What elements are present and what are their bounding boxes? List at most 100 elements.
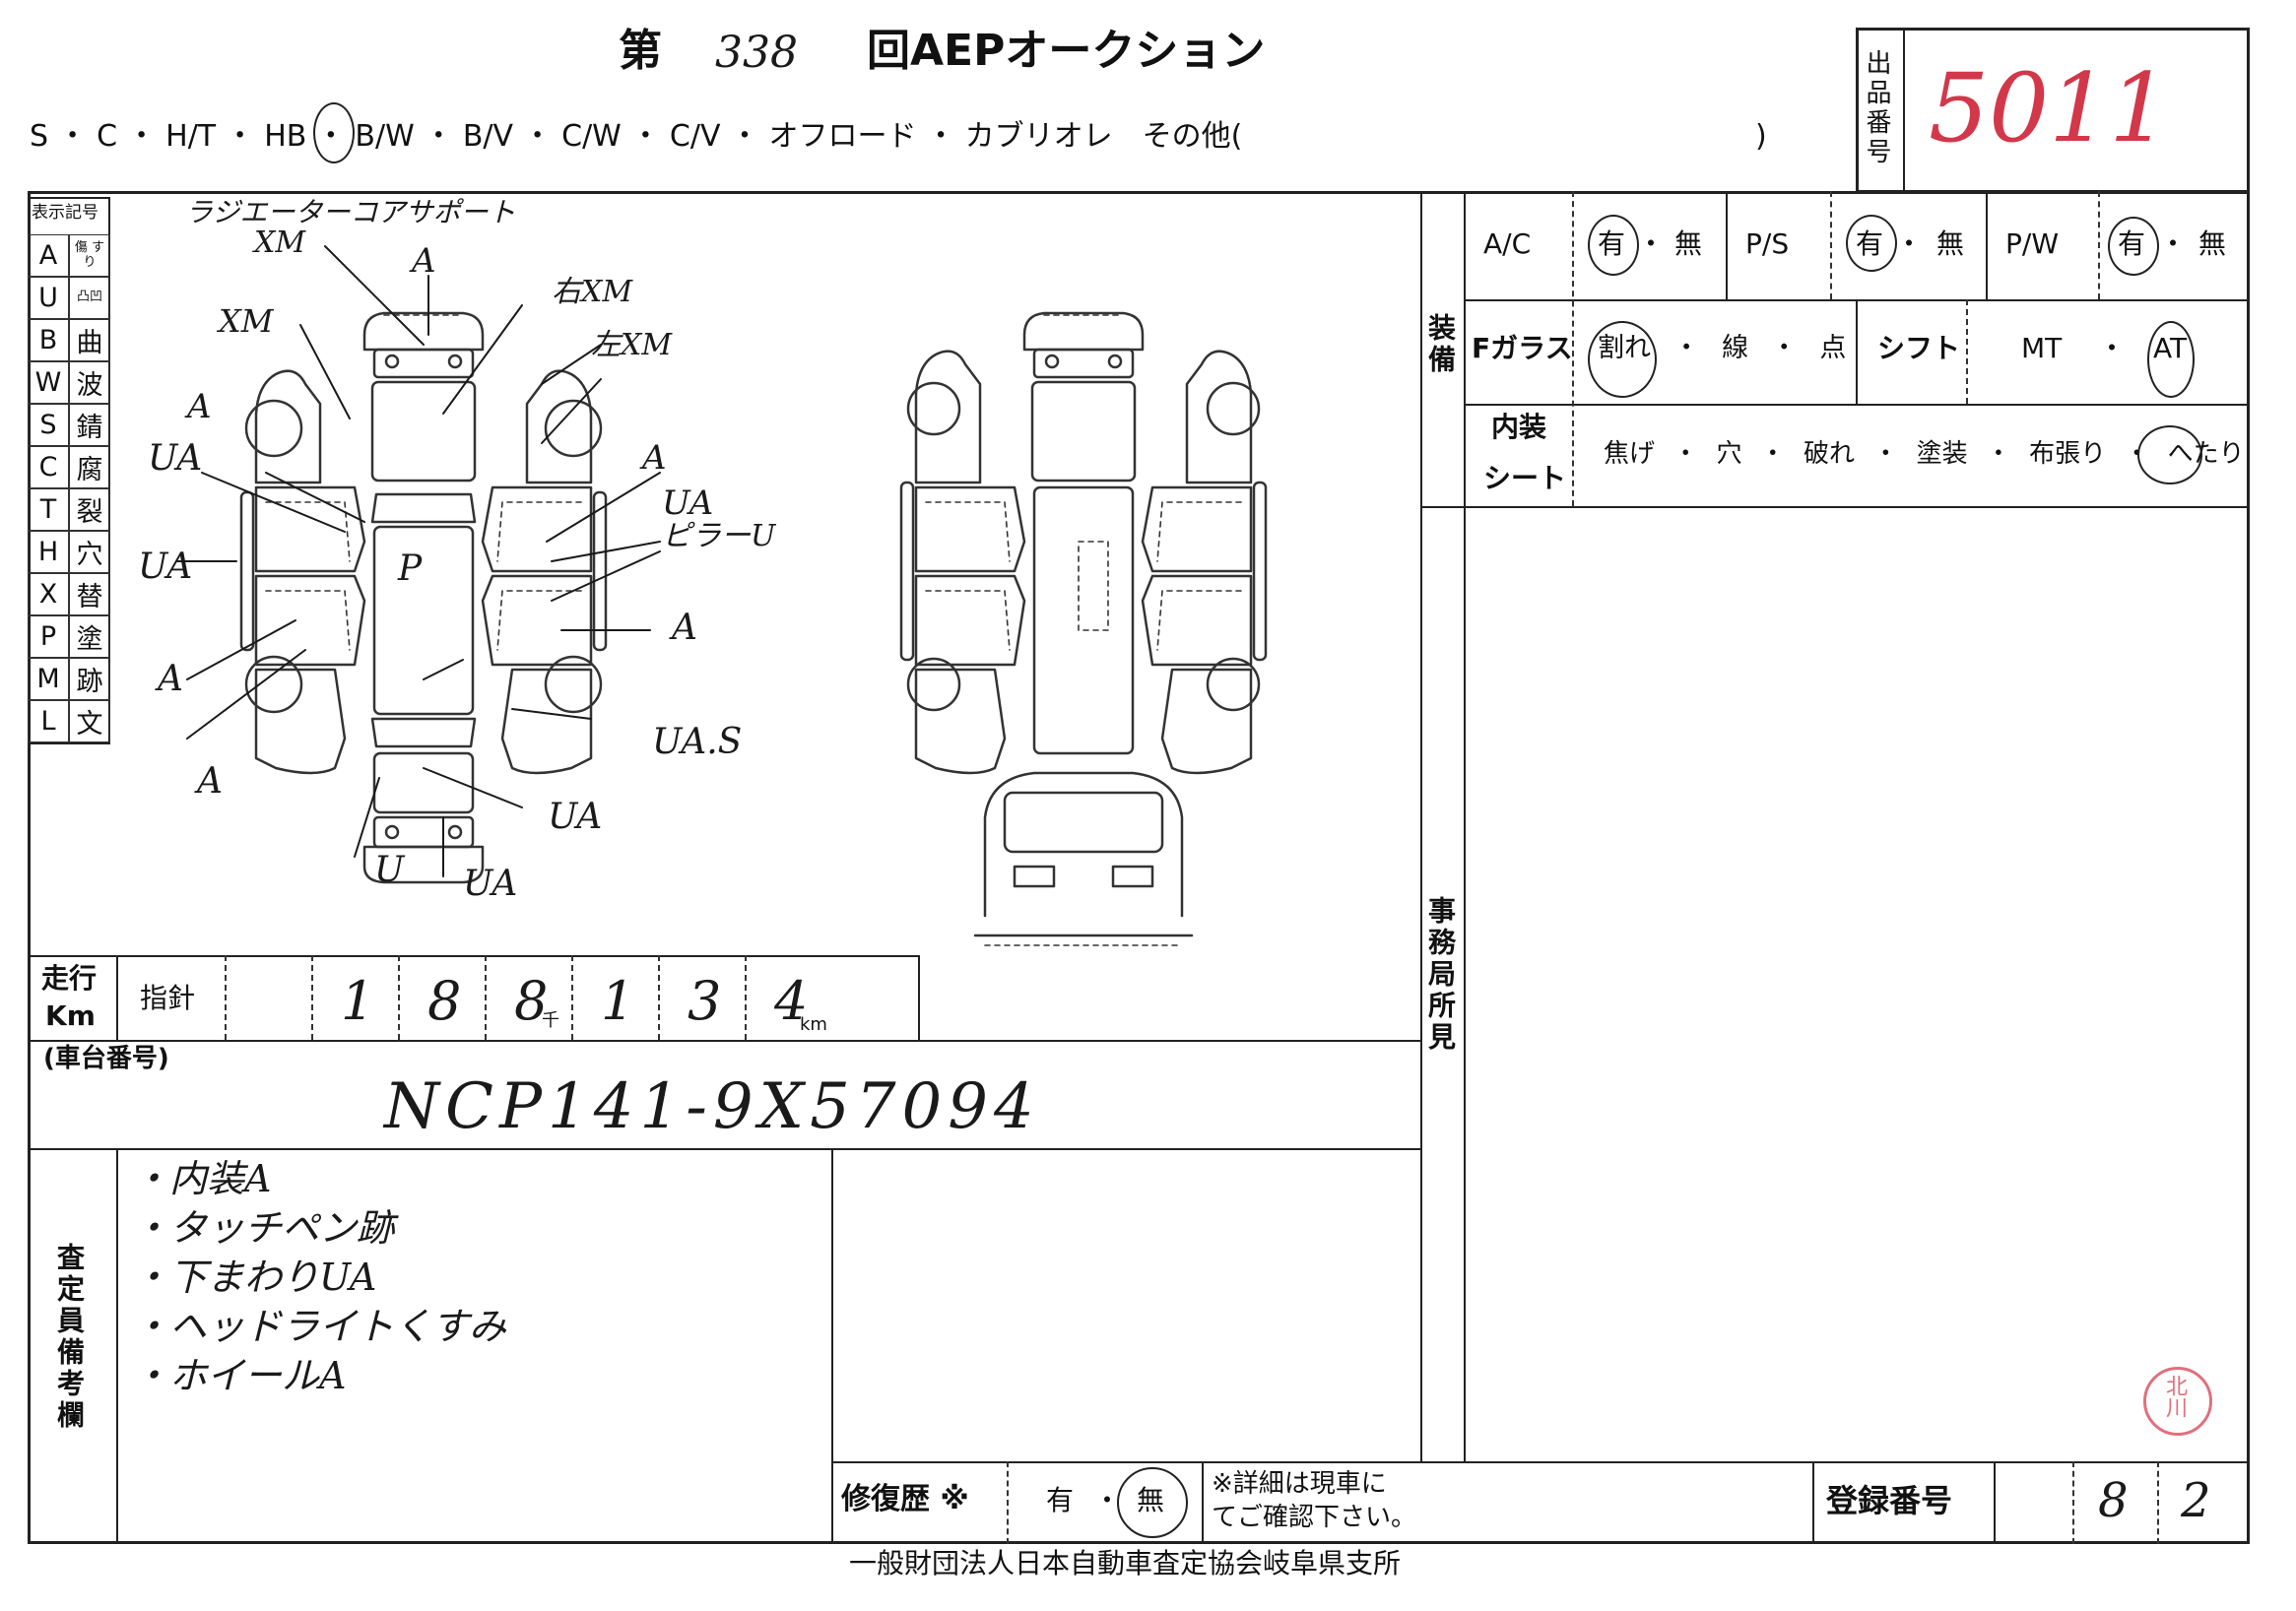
body-type-options: S ・ C ・ H/T ・ HB ・ B/W ・ B/V ・ C/W ・ C/V… [30, 119, 1243, 154]
note-a-left-3: A [197, 761, 223, 802]
legend-label: 穴 [69, 531, 110, 573]
note-pillar-u: ピラーU [662, 519, 776, 553]
note-a-left-1: A [187, 387, 212, 426]
mileage-label-top: 走行 [41, 962, 98, 995]
shift-mt: MT [2021, 332, 2063, 364]
repair-note-2: てご確認下さい。 [1212, 1503, 1417, 1532]
note-a-right-2: A [672, 608, 697, 648]
ac-none: 無 [1674, 227, 1703, 260]
mileage-digit: 3 [688, 970, 722, 1032]
office-label: 事務局所見 [1424, 896, 1457, 1054]
note-ua-s: UA.S [652, 722, 743, 762]
registration-div-4 [2157, 1461, 2159, 1544]
mileage-km-unit: km [800, 1014, 827, 1035]
glass-crack-circle [1588, 321, 1657, 398]
car-interior-view [899, 311, 1268, 937]
legend-code: S [28, 404, 69, 446]
legend-label: 錆 [69, 404, 110, 446]
ps-dot: ・ [1895, 227, 1924, 260]
equip-div-ac [1572, 191, 1574, 506]
equipment-label: 装備 [1424, 313, 1457, 376]
repair-label: 修復歴 ※ [841, 1482, 969, 1516]
mileage-cell-divider [311, 955, 313, 1040]
legend-code: C [28, 446, 69, 488]
note-ua-left-2: UA [138, 547, 193, 587]
car-diagram [176, 245, 1268, 946]
glass-label: Fガラス [1472, 332, 1573, 364]
mileage-cell-divider [398, 955, 400, 1040]
legend-code: P [28, 615, 69, 658]
repair-dot: ・ [1093, 1484, 1122, 1516]
note-a-left-2: A [158, 659, 183, 699]
mileage-digit: 1 [601, 970, 635, 1032]
ps-label: P/S [1745, 227, 1790, 260]
legend-code: U [28, 277, 69, 319]
note-right-xm: 右XM [552, 275, 633, 309]
mileage-cell-divider [745, 955, 747, 1040]
note-p-roof: P [398, 548, 423, 589]
legend-code: H [28, 531, 69, 573]
legend-code: T [28, 488, 69, 531]
legend-label: 曲 [69, 319, 110, 361]
ac-label: A/C [1483, 227, 1532, 260]
legend-label: 塗 [69, 615, 110, 658]
mileage-bottom-line [28, 1040, 1420, 1042]
inspector-label: 査定員備考欄 [53, 1243, 86, 1432]
mileage-top-line [28, 955, 918, 957]
lot-box-divider [1903, 28, 1905, 193]
equip-div-pw2 [2098, 191, 2100, 299]
equip-line-2 [1464, 404, 2250, 406]
repair-top-line [831, 1461, 2250, 1463]
legend-label: 凸凹 [69, 277, 110, 319]
equip-line-3 [1420, 506, 2250, 508]
mileage-div-label [116, 955, 118, 1040]
lot-number-value: 5011 [1929, 53, 2170, 163]
legend-code: M [28, 658, 69, 700]
mileage-digit: 4 [774, 970, 809, 1032]
registration-digit: 2 [2181, 1473, 2211, 1528]
seat-label: シート [1483, 462, 1567, 494]
interior-label: 内装 [1491, 411, 1547, 443]
pw-label: P/W [2005, 227, 2060, 260]
mileage-label-bottom: Km [45, 999, 96, 1032]
legend-label: 波 [69, 361, 110, 404]
repair-note-1: ※詳細は現車に [1212, 1469, 1387, 1499]
repair-div-2 [1202, 1461, 1204, 1544]
legend-label: 替 [69, 573, 110, 615]
inspector-note: ・内装A [132, 1157, 272, 1200]
title-suffix: 回AEPオークション [867, 26, 1266, 76]
mileage-digit: 8 [427, 970, 462, 1032]
mileage-digit: 1 [341, 970, 375, 1032]
shift-dot: ・ [2098, 332, 2127, 364]
main-frame [28, 191, 2250, 1544]
legend-code: W [28, 361, 69, 404]
pw-dot: ・ [2159, 227, 2188, 260]
legend-code: L [28, 700, 69, 742]
inspector-note: ・下まわりUA [132, 1256, 377, 1299]
inspector-note: ・ホイールA [132, 1354, 347, 1397]
chassis-number: NCP141-9X57094 [384, 1070, 1040, 1143]
legend-code: A [28, 234, 69, 277]
ac-has-circle [1588, 215, 1639, 276]
ps-has-circle [1846, 215, 1897, 272]
body-type-close: ) [1755, 119, 1767, 154]
inspector-label-divider [116, 1148, 118, 1544]
inspector-note: ・タッチペン跡 [132, 1206, 395, 1250]
body-type-hb-circle [313, 102, 355, 163]
legend-label: 腐 [69, 446, 110, 488]
registration-label: 登録番号 [1826, 1482, 1953, 1519]
gauge-label: 指針 [140, 982, 196, 1014]
legend-label: 跡 [69, 658, 110, 700]
legend-label: 文 [69, 700, 110, 742]
note-ua-rear-2: UA [463, 864, 518, 904]
lot-number-label: 出品番号 [1862, 49, 1891, 167]
inspector-note: ・ヘッドライトくすみ [132, 1305, 507, 1348]
registration-digit: 8 [2098, 1473, 2129, 1528]
repair-has: 有 [1046, 1484, 1075, 1516]
office-left-border [1464, 191, 1466, 1461]
mileage-right-line [918, 955, 920, 1040]
chassis-label: (車台番号) [43, 1044, 169, 1073]
mileage-cell-divider [485, 955, 487, 1040]
mileage-digit: 8 [514, 970, 549, 1032]
mileage-thousand-unit: 千 [542, 1010, 559, 1031]
